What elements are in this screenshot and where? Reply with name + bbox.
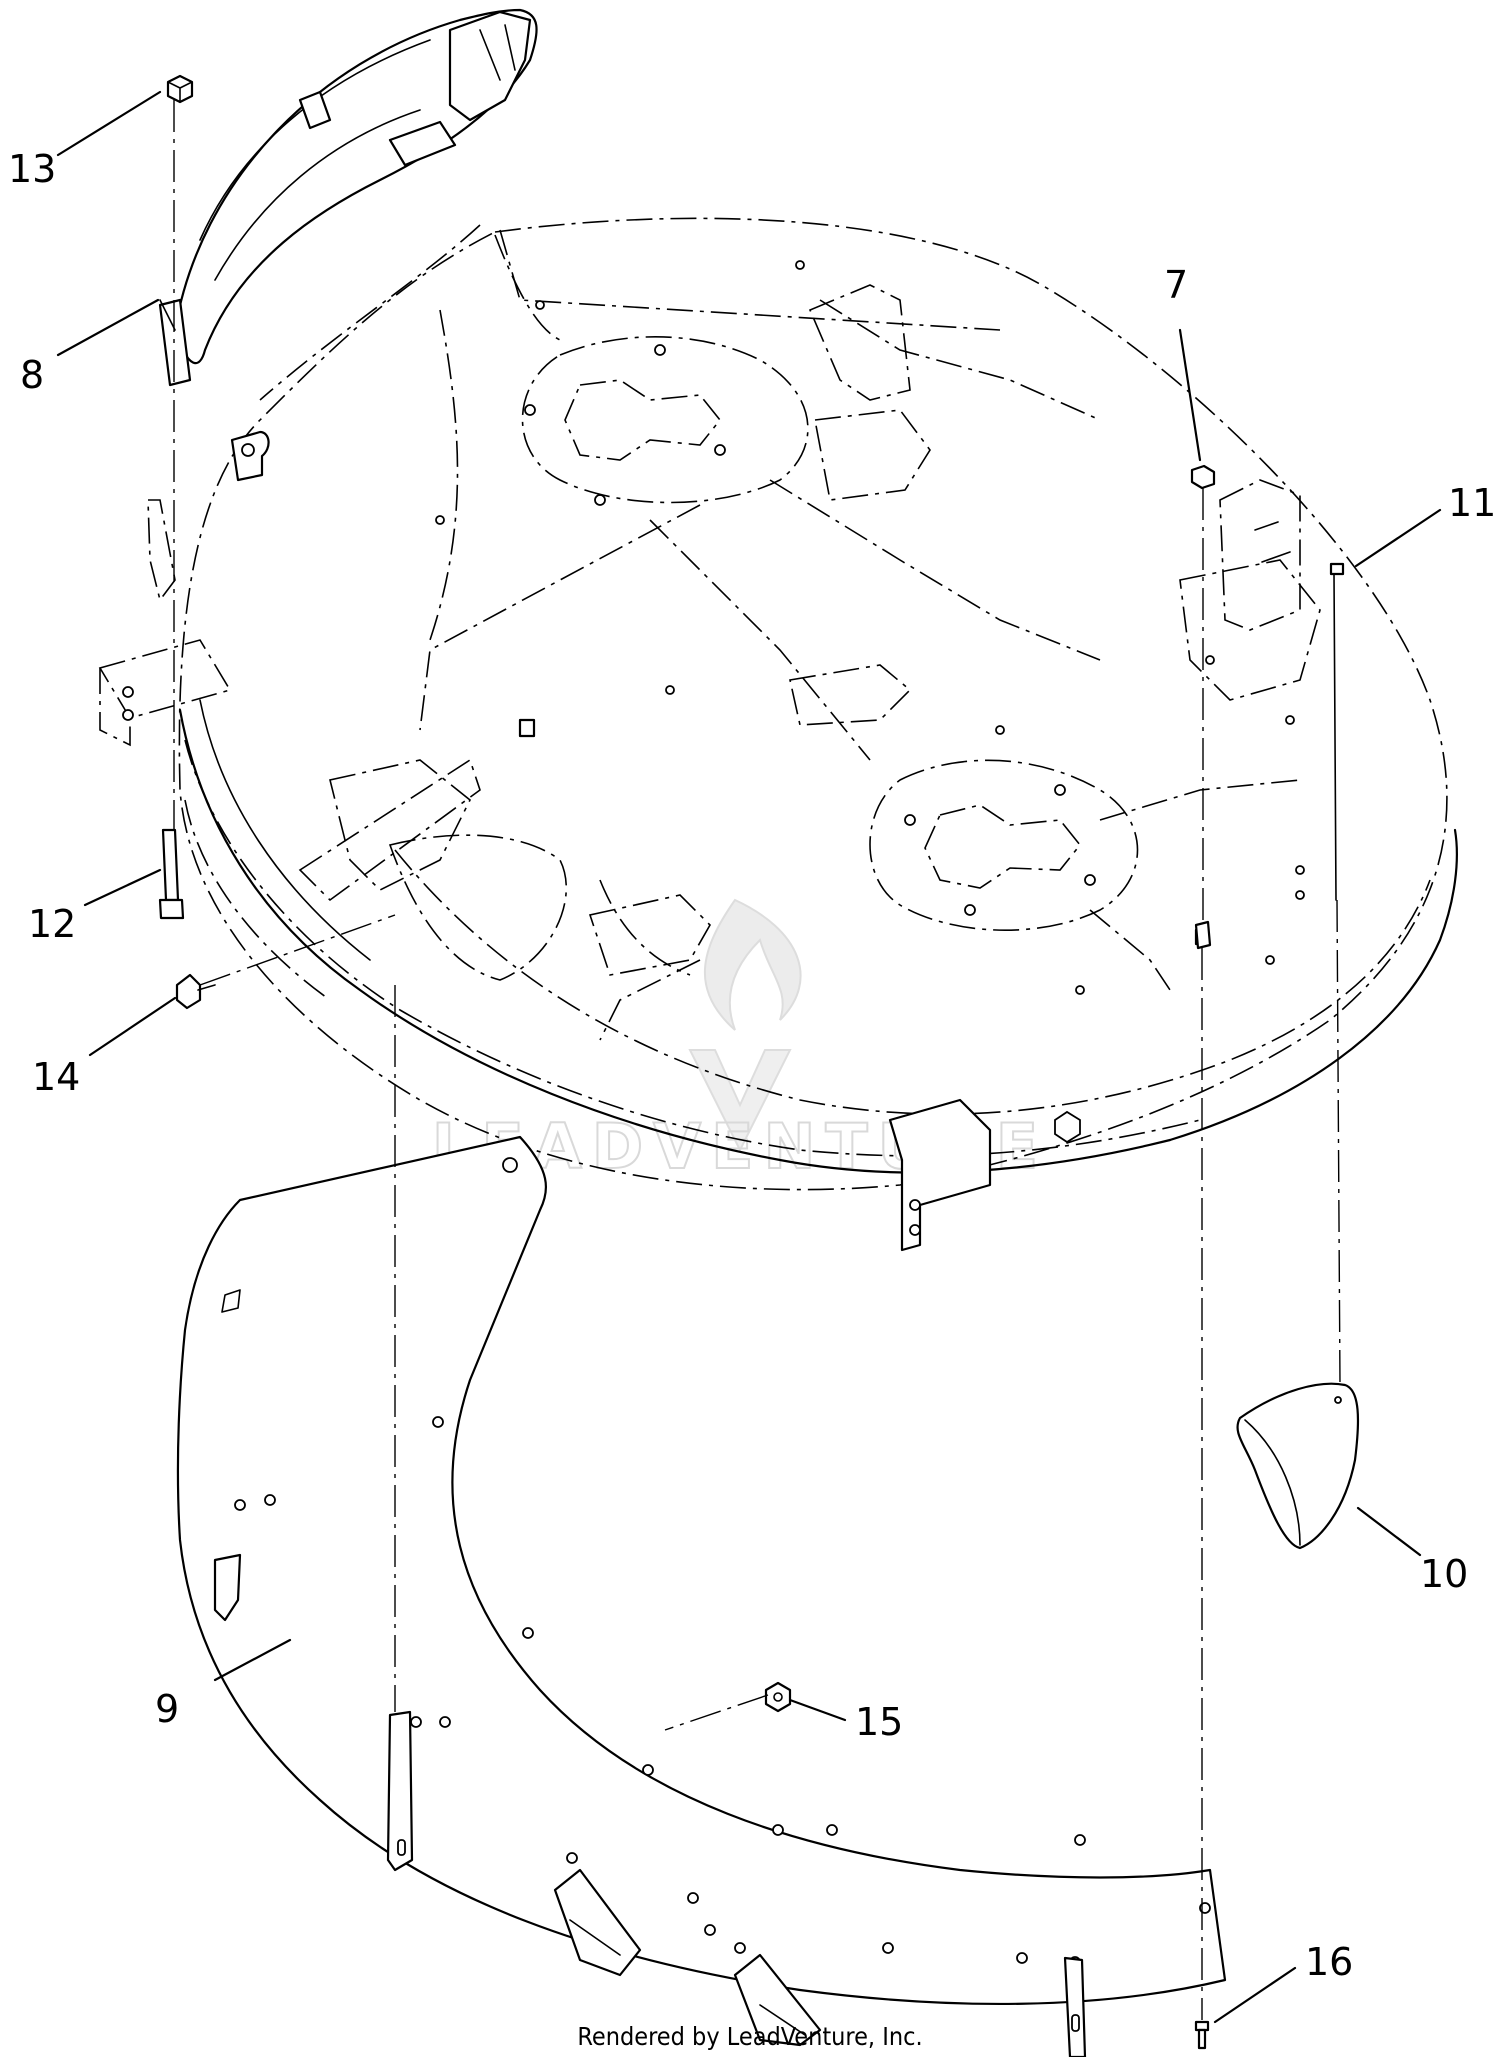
callout-8: 8	[20, 353, 44, 397]
left-spindle	[521, 336, 809, 506]
part-14-bolt	[175, 973, 216, 1010]
part-10-cover	[1236, 1382, 1360, 1550]
part-9-baffle-plate	[176, 1135, 1227, 2057]
part-12-bolt	[158, 828, 185, 920]
callout-11: 11	[1448, 481, 1496, 525]
callout-10: 10	[1420, 1552, 1468, 1596]
callout-9: 9	[155, 1687, 179, 1731]
part-11-bolt	[1329, 562, 1345, 901]
footer-credit: Rendered by LeadVenture, Inc.	[577, 2022, 922, 2051]
mower-deck	[98, 217, 1458, 1252]
part-7-nut	[1190, 464, 1216, 950]
callout-16: 16	[1305, 1940, 1353, 1984]
part-15-nut	[764, 1681, 792, 1713]
callout-13: 13	[8, 147, 56, 191]
leader-lines	[56, 90, 1442, 2024]
callout-12: 12	[28, 902, 76, 946]
assembly-centerlines	[173, 100, 1341, 2020]
part-8-discharge-chute	[158, 8, 538, 387]
callout-7: 7	[1164, 263, 1188, 307]
callout-14-visible-label: 14	[32, 1055, 80, 1099]
right-spindle	[869, 759, 1139, 931]
part-13-nut	[166, 74, 194, 104]
part-16-bolt	[1194, 2020, 1210, 2050]
callouts: 13 8 7 11 12 14 14 14 14 14 14 14 14 14 …	[8, 147, 1496, 1984]
callout-15: 15	[855, 1700, 903, 1744]
